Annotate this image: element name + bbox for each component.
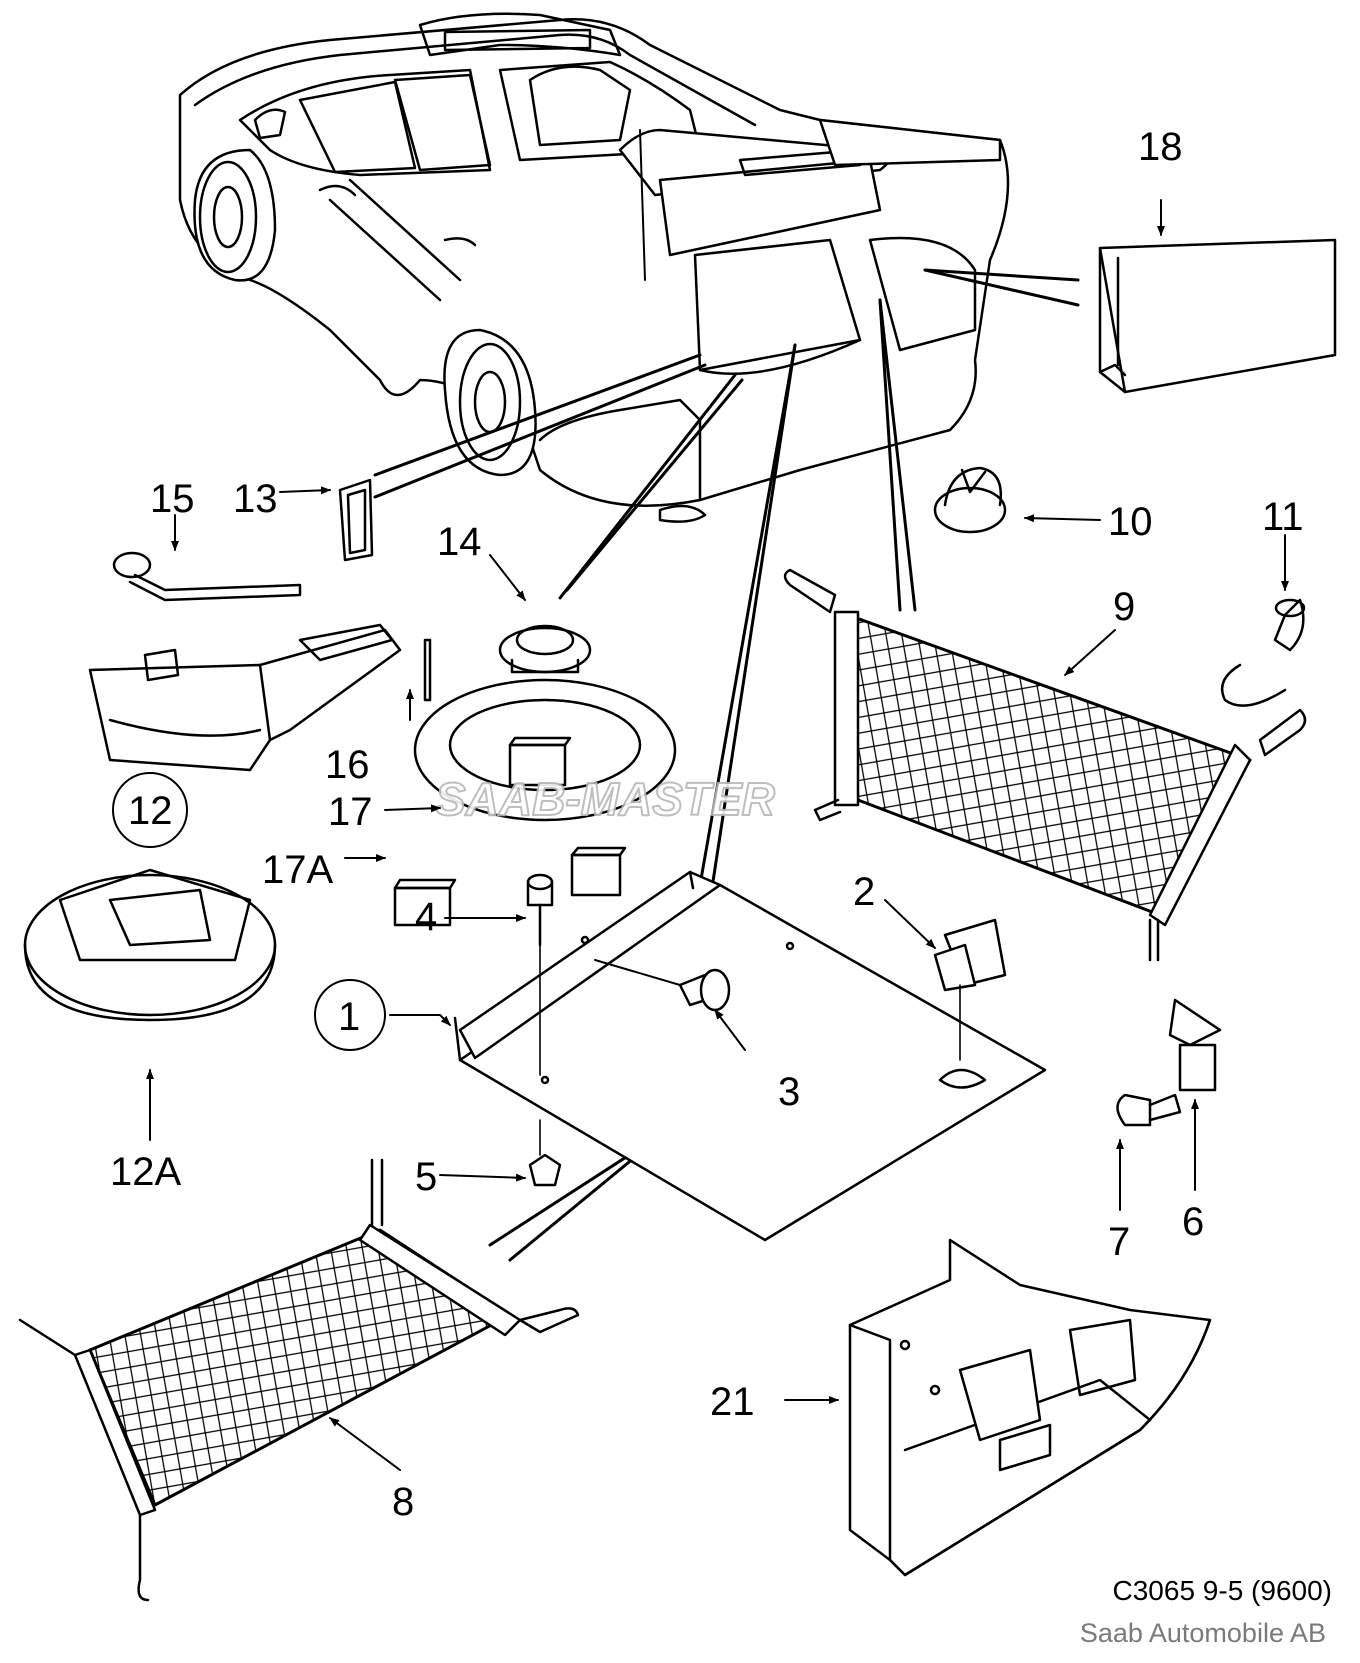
- label-circle-12: [112, 772, 188, 848]
- part-4-screw: [526, 873, 554, 1076]
- label-10: 10: [1108, 500, 1153, 544]
- part-17-spare-tray: [413, 678, 677, 822]
- part-3-push-rivet: [594, 959, 731, 1012]
- part-2-bracket: [933, 918, 1007, 1061]
- part-17a-block-1: [393, 878, 457, 927]
- label-6: 6: [1182, 1200, 1204, 1244]
- label-3: 3: [778, 1070, 800, 1114]
- diagram-caption: C3065 9-5 (9600): [1112, 1575, 1332, 1606]
- copyright-text: Saab Automobile AB: [1079, 1618, 1326, 1648]
- label-17a: 17A: [262, 848, 333, 892]
- label-5: 5: [415, 1155, 437, 1199]
- part-6-tie-down: [1168, 998, 1222, 1092]
- part-7-bolt: [1116, 1093, 1182, 1127]
- label-18: 18: [1138, 125, 1183, 169]
- part-5-clip: [528, 1119, 562, 1187]
- part-16-strip: [423, 638, 432, 702]
- part-1-floor-panel: [453, 870, 1047, 1242]
- label-17: 17: [328, 790, 373, 834]
- label-15: 15: [150, 477, 195, 521]
- label-13: 13: [233, 477, 278, 521]
- label-12a: 12A: [110, 1150, 181, 1194]
- label-12: 12: [128, 789, 173, 833]
- part-10-clip: [933, 466, 1007, 534]
- leader-lines: [146, 199, 1289, 1471]
- label-16: 16: [325, 743, 370, 787]
- label-circle-1: [314, 979, 386, 1051]
- label-2: 2: [853, 870, 875, 914]
- part-15-wrench: [112, 551, 302, 602]
- watermark-text: SAAB-MASTER: [435, 773, 775, 825]
- part-21-tool-box: [848, 1238, 1212, 1577]
- label-9: 9: [1113, 585, 1135, 629]
- tool-kit: [88, 623, 402, 772]
- label-21: 21: [710, 1380, 755, 1424]
- car-illustration: [178, 12, 1010, 523]
- part-12-jack-base: [23, 868, 277, 1022]
- part-18-document-holder: [1098, 238, 1337, 394]
- label-1: 1: [338, 995, 360, 1039]
- part-8-cargo-net: [18, 1158, 580, 1602]
- part-14-cap: [498, 624, 592, 674]
- label-8: 8: [392, 1480, 414, 1524]
- label-11: 11: [1262, 495, 1304, 539]
- part-17a-block-2: [570, 846, 627, 897]
- label-14: 14: [437, 520, 482, 564]
- part-11-d-ring: [1220, 598, 1306, 707]
- label-4: 4: [415, 895, 437, 939]
- part-9-cargo-net: [783, 568, 1307, 962]
- part-13-bracket: [338, 478, 374, 562]
- label-7: 7: [1108, 1220, 1130, 1264]
